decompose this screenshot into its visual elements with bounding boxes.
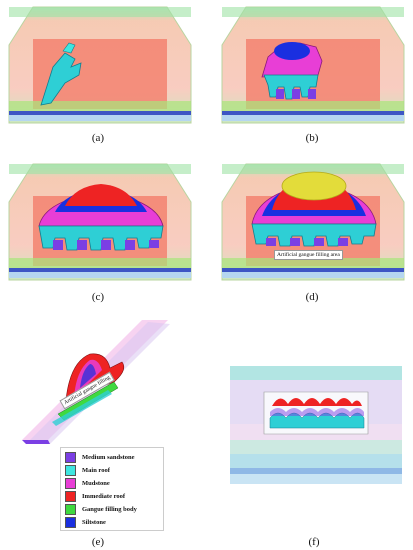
bottom-green-layer <box>9 101 191 111</box>
caption-b: (b) <box>305 132 319 144</box>
legend-swatch <box>65 465 76 476</box>
legend-item: Medium sandstone <box>65 452 135 463</box>
gangue-top-dome <box>281 171 347 201</box>
legend-label: Siltstone <box>82 519 106 526</box>
caption-d: (d) <box>305 291 319 303</box>
top-layer <box>230 366 402 380</box>
legend-label: Main roof <box>82 467 110 474</box>
top-green-layer <box>9 7 191 17</box>
caption-c: (c) <box>91 291 105 303</box>
legend-label: Medium sandstone <box>82 454 135 461</box>
red-wave-crest <box>272 398 362 406</box>
panel-d <box>218 162 408 284</box>
caption-a: (a) <box>91 132 105 144</box>
legend-swatch <box>65 478 76 489</box>
base-layer <box>9 115 191 121</box>
panel-a <box>5 5 195 127</box>
main-roof-fracture <box>40 52 82 106</box>
caption-f: (f) <box>308 536 320 548</box>
artificial-gangue-filling-area-label: Artificial gangue filling area <box>274 250 343 260</box>
legend-label: Mudstone <box>82 480 110 487</box>
panel-c <box>5 162 195 284</box>
legend-swatch <box>65 517 76 528</box>
fracture-tip <box>62 42 76 54</box>
panel-b <box>218 5 408 127</box>
panel-f <box>226 362 406 488</box>
legend-swatch <box>65 452 76 463</box>
legend-swatch <box>65 491 76 502</box>
siltstone-cap <box>274 42 310 60</box>
legend-label: Immediate roof <box>82 493 126 500</box>
legend-item: Immediate roof <box>65 491 125 502</box>
legend-item: Mudstone <box>65 478 110 489</box>
legend-item: Main roof <box>65 465 110 476</box>
legend-item: Gangue filling body <box>65 504 137 515</box>
bottom-blue-layer <box>9 111 191 115</box>
caption-e: (e) <box>91 536 105 548</box>
legend-swatch <box>65 504 76 515</box>
legend-label: Gangue filling body <box>82 506 137 513</box>
legend-item: Siltstone <box>65 517 106 528</box>
